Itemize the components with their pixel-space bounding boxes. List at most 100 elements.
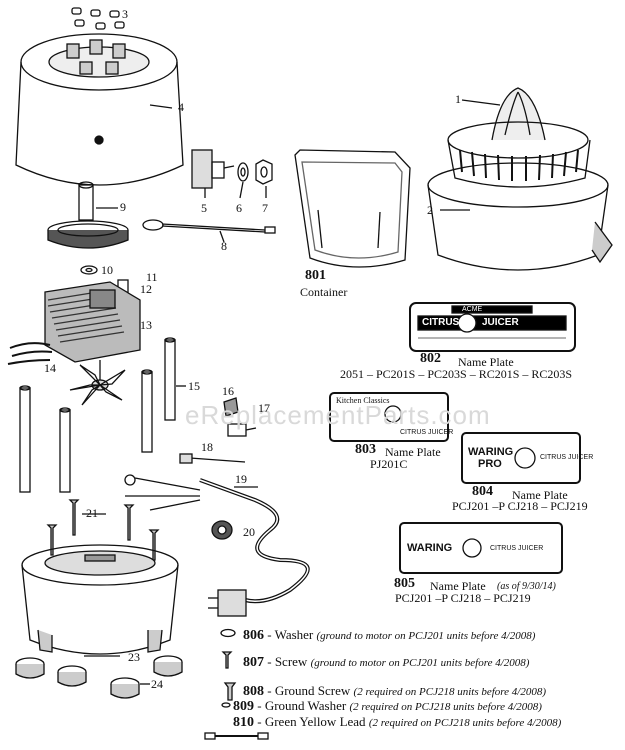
plate-805-brand-right: CITRUS JUICER [490,545,544,552]
plate-802-graphic [409,302,576,352]
part-5-switch [191,149,235,198]
legend-code: 808 [243,684,264,699]
plate-803-brand-right: CITRUS JUICER [400,429,454,436]
legend-code: 807 [243,655,264,670]
plate-802-brand-top: ACME [462,306,483,313]
green-yellow-lead-icon [204,732,269,740]
part-10-washer [80,265,98,275]
legend-name: - Green Yellow Lead [257,714,366,729]
ground-screw-icon [223,682,237,701]
callout-20: 20 [243,525,255,539]
plate-802-brand-right: JUICER [482,317,519,328]
part-19-power-cord [124,474,310,617]
plate-802-models: 2051 – PC201S – PC203S – RC201S – RC203S [340,367,573,381]
plate-804-graphic [461,432,581,484]
callout-3: 3 [122,7,128,21]
legend-note: (ground to motor on PCJ201 units before … [310,657,530,669]
plate-804-models: PCJ201 –P CJ218 – PCJ219 [452,499,588,513]
plate-805-label-note: (as of 9/30/14) [497,581,556,592]
base-housing [21,544,179,655]
legend-note: (2 required on PCJ218 units before 4/200… [349,701,542,713]
callout-16: 16 [222,384,234,398]
legend-name: - Screw [267,654,308,669]
callout-19: 19 [235,472,247,486]
container-label: Container [300,285,348,299]
plate-802-label: Name Plate [458,355,514,369]
plate-805-models: PCJ201 –P CJ218 – PCJ219 [395,591,531,605]
plate-804-brand-left: WARING [468,446,514,458]
legend-row-808: 808 - Ground Screw (2 required on PCJ218… [243,683,546,700]
callout-5: 5 [201,201,207,215]
ground-washer-icon [221,702,231,708]
plate-805-graphic [399,522,563,574]
part-14-fan [69,360,126,406]
callout-18: 18 [201,440,213,454]
plate-804-code: 804 [472,484,493,499]
callout-23: 23 [128,650,140,664]
legend-code: 810 [233,715,254,730]
plate-804-brand-sub: PRO [478,458,502,470]
plate-802-brand-left: CITRUS [422,317,460,328]
callout-11: 11 [146,270,158,284]
legend-icons [204,628,269,740]
part-6-nut [237,162,249,199]
watermark: eReplacementParts.com [185,400,491,430]
plate-802-code: 802 [420,351,441,366]
part-17-terminal [227,423,257,437]
callout-17: 17 [258,401,270,415]
plate-803-code: 803 [355,442,376,457]
callout-13: 13 [140,318,152,332]
part-18-cable-tie [179,453,246,464]
callout-1: 1 [455,92,461,106]
container-code: 801 [305,268,326,283]
part-1-reamer [447,87,591,188]
callout-14: 14 [44,361,56,375]
part-3-caps [71,7,125,30]
callout-8: 8 [221,239,227,253]
callout-2: 2 [427,203,433,217]
legend-code: 809 [233,699,254,714]
plate-803-models: PJ201C [370,457,408,471]
plate-805-code: 805 [394,576,415,591]
part-16-connector [223,397,239,417]
legend-row-807: 807 - Screw (ground to motor on PCJ201 u… [243,654,529,671]
plate-805-brand-left: WARING [407,542,453,554]
plate-804-brand-right: CITRUS JUICER [540,454,594,461]
part-801-container [294,149,411,268]
callout-15: 15 [188,379,200,393]
plate-803-brand-top: Kitchen Classics [336,396,390,405]
legend-row-810: 810 - Green Yellow Lead (2 required on P… [233,714,561,731]
part-2-base-bowl [427,162,613,271]
legend-row-809: 809 - Ground Washer (2 required on PCJ21… [233,698,542,715]
legend-row-806: 806 - Washer (ground to motor on PCJ201 … [243,627,535,644]
plate-803-graphic [329,392,449,442]
part-4-upper-housing [15,33,184,186]
callout-10: 10 [101,263,113,277]
part-21-screws [46,499,160,561]
plate-805-label: Name Plate [430,579,486,593]
legend-name: - Ground Washer [257,698,347,713]
callout-7: 7 [262,201,268,215]
legend-note: (ground to motor on PCJ201 units before … [316,630,536,642]
plate-803-label: Name Plate [385,445,441,459]
callout-12: 12 [140,282,152,296]
legend-name: - Ground Screw [267,683,351,698]
part-20-grommet [211,520,233,540]
washer-icon [220,628,236,638]
callout-6: 6 [236,201,242,215]
part-9-gear [47,181,129,249]
part-8-lever-rod [142,219,276,243]
callout-9: 9 [120,200,126,214]
legend-note: (2 required on PCJ218 units before 4/200… [368,717,562,729]
part-7-nut [255,159,273,198]
callout-21: 21 [86,506,98,520]
part-23-24-feet [15,655,183,699]
screw-icon [221,651,233,669]
legend-name: - Washer [267,627,314,642]
callout-4: 4 [178,100,184,114]
legend-code: 806 [243,628,264,643]
part-13-motor [7,281,141,365]
part-15-rods [19,337,186,493]
